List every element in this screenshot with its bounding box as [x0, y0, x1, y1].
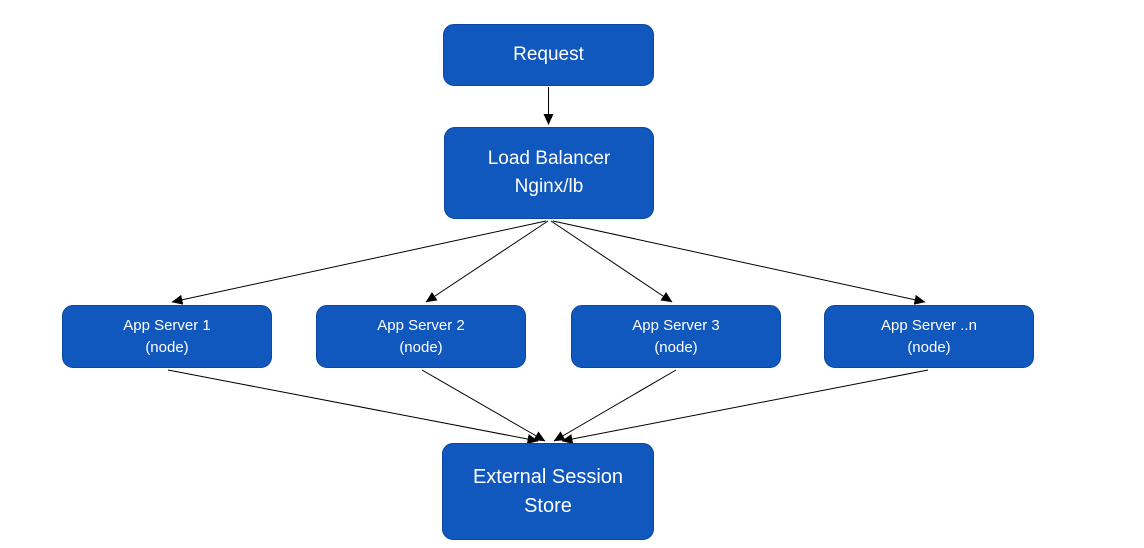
node-app-server-3: App Server 3 (node): [571, 305, 781, 368]
node-app-server-3-label: App Server 3 (node): [632, 316, 720, 356]
node-request: Request: [443, 24, 654, 86]
node-external-session-store: External Session Store: [442, 443, 654, 540]
node-request-label: Request: [513, 44, 584, 66]
node-app-server-n-label: App Server ..n (node): [881, 316, 977, 356]
node-load-balancer-label: Load Balancer Nginx/lb: [487, 148, 611, 197]
edge-app-server-3-to-session-store: [553, 369, 677, 442]
edge-app-server-2-to-session-store: [421, 369, 546, 442]
node-app-server-2: App Server 2 (node): [316, 305, 526, 368]
node-load-balancer: Load Balancer Nginx/lb: [444, 127, 654, 219]
edge-load-balancer-to-app-server-1: [171, 220, 547, 305]
edge-load-balancer-to-app-server-3: [550, 220, 673, 303]
edge-app-server-n-to-session-store: [561, 369, 929, 444]
node-app-server-1: App Server 1 (node): [62, 305, 272, 368]
node-external-session-store-label: External Session Store: [472, 465, 624, 517]
node-app-server-1-label: App Server 1 (node): [123, 316, 211, 356]
edge-app-server-1-to-session-store: [167, 369, 539, 444]
edge-load-balancer-to-app-server-2: [425, 220, 549, 303]
node-app-server-n: App Server ..n (node): [824, 305, 1034, 368]
edge-load-balancer-to-app-server-n: [552, 220, 926, 305]
node-app-server-2-label: App Server 2 (node): [377, 316, 465, 356]
